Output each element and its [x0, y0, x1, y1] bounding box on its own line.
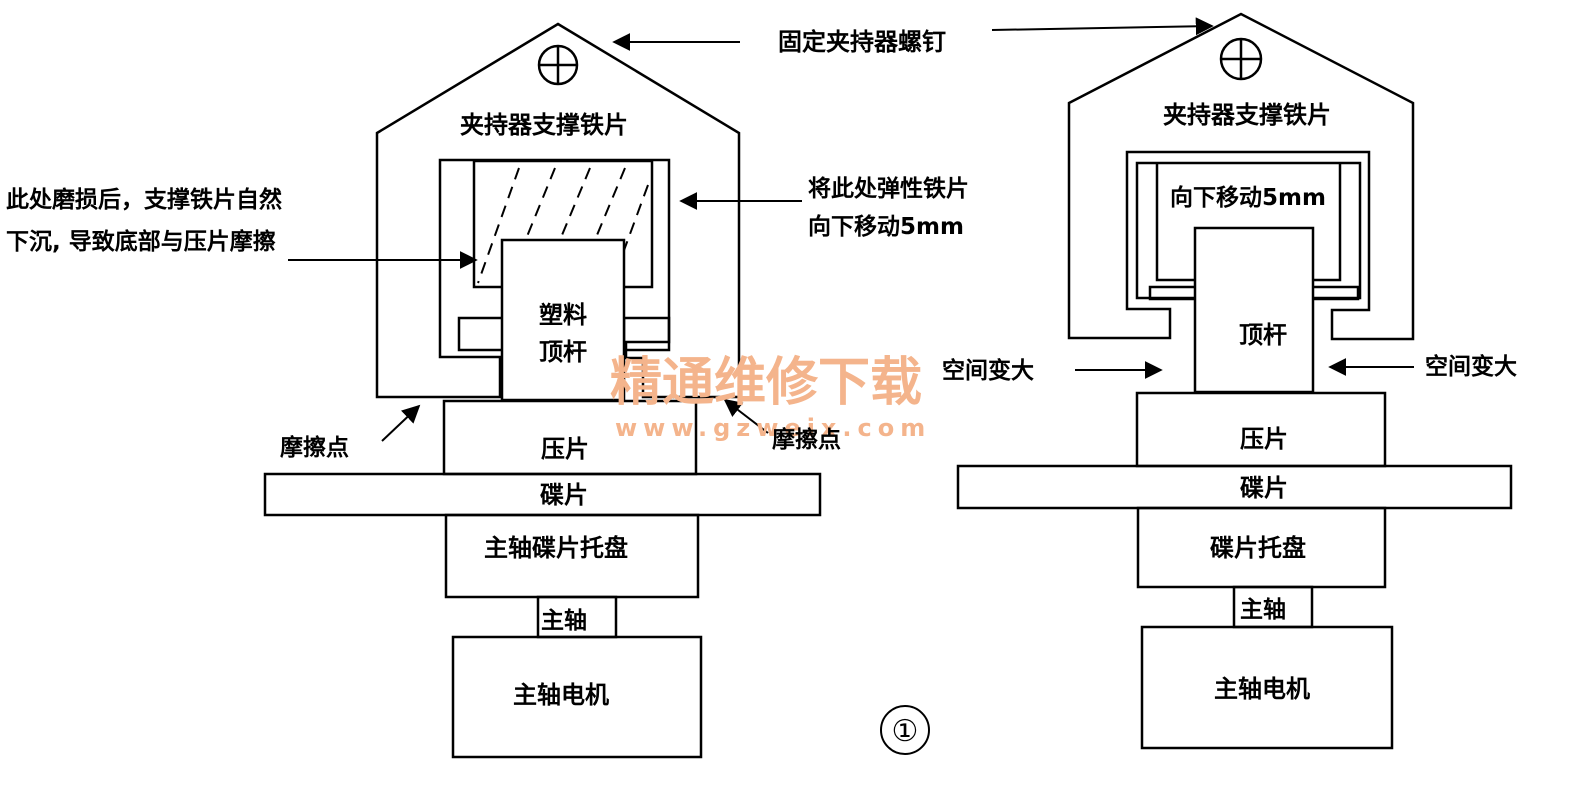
label-tray-left: 主轴碟片托盘 — [484, 534, 628, 562]
left-side-tab-right — [622, 316, 671, 352]
label-spindle-right: 主轴 — [1240, 596, 1286, 623]
label-pressure-left: 压片 — [541, 435, 589, 463]
label-disc-right: 碟片 — [1240, 474, 1288, 502]
right-clamp-housing — [1067, 12, 1415, 341]
label-friction-left: 摩擦点 — [280, 434, 349, 461]
label-tray-right: 碟片托盘 — [1210, 534, 1306, 562]
right-elastic-iron-piece — [1135, 161, 1362, 300]
arrow-friction-left — [381, 404, 421, 442]
label-move-note-2: 向下移动5mm — [808, 213, 964, 240]
figure-number-circle — [880, 705, 930, 755]
label-motor-left: 主轴电机 — [513, 681, 609, 709]
label-disc-left: 碟片 — [540, 481, 588, 509]
annotation-arrows — [288, 17, 1414, 442]
label-wear-note-2: 下沉, 导致底部与压片摩擦 — [6, 228, 276, 255]
left-screw-icon — [537, 44, 579, 86]
left-side-tab-left — [457, 316, 505, 352]
label-space-right: 空间变大 — [1425, 353, 1517, 380]
right-screw-icon — [1219, 37, 1263, 81]
label-pressure-right: 压片 — [1240, 425, 1288, 453]
label-plastic-rod-2: 顶杆 — [539, 338, 587, 366]
left-assembly — [263, 22, 822, 759]
watermark-cn: 精通维修下载 — [610, 352, 922, 413]
label-move-note-1: 将此处弹性铁片 — [808, 176, 969, 202]
right-assembly — [956, 12, 1513, 750]
left-spindle-motor — [451, 635, 703, 759]
label-move-inner-right: 向下移动5mm — [1170, 184, 1326, 211]
watermark-url: www.gzweix.com — [615, 414, 931, 442]
arrow-screw-right — [991, 17, 1214, 36]
figure-number: ① — [892, 714, 919, 749]
label-friction-right: 摩擦点 — [772, 426, 841, 453]
label-wear-note-1: 此处磨损后，支撑铁片自然 — [6, 186, 282, 213]
label-clamp-support-left: 夹持器支撑铁片 — [460, 111, 628, 139]
label-spindle-left: 主轴 — [541, 607, 587, 634]
label-plastic-rod-1: 塑料 — [539, 301, 587, 329]
right-spindle-motor — [1140, 625, 1394, 750]
label-clamp-support-right: 夹持器支撑铁片 — [1163, 101, 1331, 129]
label-space-left: 空间变大 — [942, 357, 1034, 384]
left-clamp-housing — [375, 22, 741, 399]
right-push-rod — [1193, 226, 1315, 394]
right-disc — [956, 464, 1513, 510]
label-rod-right: 顶杆 — [1239, 321, 1287, 349]
label-motor-right: 主轴电机 — [1214, 675, 1310, 703]
arrow-friction-right — [723, 398, 769, 434]
label-fixing-screw: 固定夹持器螺钉 — [778, 28, 946, 56]
